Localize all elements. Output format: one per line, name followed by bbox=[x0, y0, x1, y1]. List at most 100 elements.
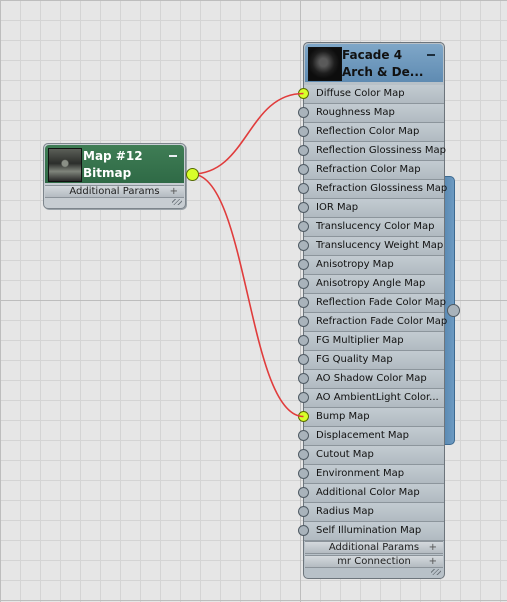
slot-input-socket[interactable] bbox=[298, 316, 309, 327]
bitmap-node-type: Bitmap bbox=[83, 166, 132, 180]
material-sphere-thumbnail-icon bbox=[308, 47, 342, 81]
bitmap-output-socket[interactable] bbox=[186, 168, 199, 181]
slot-input-socket[interactable] bbox=[298, 278, 309, 289]
slot-input-socket[interactable] bbox=[298, 506, 309, 517]
material-node-title: Facade 4 bbox=[342, 48, 403, 62]
slot-input-socket[interactable] bbox=[298, 297, 309, 308]
material-slot[interactable]: Refraction Fade Color Map bbox=[298, 313, 448, 332]
bitmap-additional-params-rollout[interactable]: Additional Params + bbox=[45, 185, 184, 198]
slot-input-socket[interactable] bbox=[298, 373, 309, 384]
bitmap-node[interactable]: Map #12 Bitmap Additional Params + bbox=[43, 143, 186, 209]
minus-icon[interactable] bbox=[427, 54, 435, 56]
slot-input-socket[interactable] bbox=[298, 221, 309, 232]
slot-label: Refraction Fade Color Map bbox=[316, 316, 448, 327]
material-additional-params-rollout[interactable]: Additional Params + bbox=[305, 541, 443, 554]
material-slot[interactable]: Cutout Map bbox=[298, 446, 444, 465]
slot-label: Self Illumination Map bbox=[316, 525, 422, 536]
material-slot[interactable]: Anisotropy Map bbox=[298, 256, 444, 275]
slot-label: Reflection Color Map bbox=[316, 126, 420, 137]
slot-label: Cutout Map bbox=[316, 449, 374, 460]
material-slot[interactable]: Translucency Color Map bbox=[298, 218, 444, 237]
slot-input-socket[interactable] bbox=[298, 259, 309, 270]
slot-label: AO AmbientLight Color... bbox=[316, 392, 439, 403]
slot-label: Translucency Color Map bbox=[316, 221, 435, 232]
slot-label: Roughness Map bbox=[316, 107, 395, 118]
slot-input-socket[interactable] bbox=[298, 354, 309, 365]
wire-to-diffuse[interactable] bbox=[191, 92, 304, 175]
slot-input-socket[interactable] bbox=[298, 411, 309, 422]
slot-input-socket[interactable] bbox=[298, 468, 309, 479]
material-slot[interactable]: IOR Map bbox=[298, 199, 444, 218]
slot-label: Refraction Glossiness Map bbox=[316, 183, 448, 194]
slot-input-socket[interactable] bbox=[298, 430, 309, 441]
slot-input-socket[interactable] bbox=[298, 145, 309, 156]
slot-label: Translucency Weight Map bbox=[316, 240, 444, 251]
material-slot[interactable]: FG Multiplier Map bbox=[298, 332, 444, 351]
material-slot[interactable]: Reflection Fade Color Map bbox=[298, 294, 446, 313]
plus-icon[interactable]: + bbox=[428, 556, 437, 567]
bitmap-thumbnail-icon bbox=[48, 148, 82, 182]
slot-label: Diffuse Color Map bbox=[316, 88, 405, 99]
material-slot[interactable]: FG Quality Map bbox=[298, 351, 444, 370]
slot-input-socket[interactable] bbox=[298, 392, 309, 403]
material-slot[interactable]: Environment Map bbox=[298, 465, 444, 484]
slot-label: FG Multiplier Map bbox=[316, 335, 404, 346]
bitmap-node-title: Map #12 bbox=[83, 149, 143, 163]
plus-icon[interactable]: + bbox=[169, 186, 178, 197]
slot-input-socket[interactable] bbox=[298, 525, 309, 536]
slot-input-socket[interactable] bbox=[298, 449, 309, 460]
slot-label: Reflection Fade Color Map bbox=[316, 297, 446, 308]
resize-grip-icon[interactable] bbox=[431, 569, 441, 575]
slot-input-socket[interactable] bbox=[298, 240, 309, 251]
slot-label: Anisotropy Map bbox=[316, 259, 394, 270]
material-slot[interactable]: Self Illumination Map bbox=[298, 522, 444, 541]
slot-input-socket[interactable] bbox=[298, 335, 309, 346]
material-slot[interactable]: Refraction Glossiness Map bbox=[298, 180, 448, 199]
material-slot[interactable]: Anisotropy Angle Map bbox=[298, 275, 444, 294]
material-slot[interactable]: Bump Map bbox=[298, 408, 444, 427]
material-mr-connection-rollout[interactable]: mr Connection + bbox=[305, 555, 443, 568]
slot-input-socket[interactable] bbox=[298, 183, 309, 194]
material-slot[interactable]: AO AmbientLight Color... bbox=[298, 389, 444, 408]
material-node-header[interactable]: Facade 4 Arch & De... bbox=[305, 44, 443, 82]
plus-icon[interactable]: + bbox=[428, 542, 437, 553]
slot-label: Additional Color Map bbox=[316, 487, 420, 498]
material-slot[interactable]: Reflection Glossiness Map bbox=[298, 142, 446, 161]
slot-label: Refraction Color Map bbox=[316, 164, 421, 175]
material-slot[interactable]: Displacement Map bbox=[298, 427, 444, 446]
slot-label: AO Shadow Color Map bbox=[316, 373, 427, 384]
slot-input-socket[interactable] bbox=[298, 164, 309, 175]
slot-label: Radius Map bbox=[316, 506, 374, 517]
resize-grip-icon[interactable] bbox=[172, 199, 182, 205]
material-node-type: Arch & De... bbox=[342, 65, 424, 79]
material-slot[interactable]: Refraction Color Map bbox=[298, 161, 444, 180]
slot-input-socket[interactable] bbox=[298, 107, 309, 118]
slot-label: IOR Map bbox=[316, 202, 359, 213]
slot-label: Anisotropy Angle Map bbox=[316, 278, 426, 289]
slot-label: Reflection Glossiness Map bbox=[316, 145, 446, 156]
slot-label: FG Quality Map bbox=[316, 354, 393, 365]
bitmap-node-header[interactable]: Map #12 Bitmap bbox=[45, 145, 184, 183]
material-slot[interactable]: Additional Color Map bbox=[298, 484, 444, 503]
material-output-socket[interactable] bbox=[447, 304, 460, 317]
slot-input-socket[interactable] bbox=[298, 487, 309, 498]
material-slot[interactable]: AO Shadow Color Map bbox=[298, 370, 444, 389]
slot-label: Bump Map bbox=[316, 411, 370, 422]
slot-input-socket[interactable] bbox=[298, 202, 309, 213]
slot-input-socket[interactable] bbox=[298, 126, 309, 137]
slot-label: Environment Map bbox=[316, 468, 405, 479]
slot-label: Displacement Map bbox=[316, 430, 410, 441]
material-slot[interactable]: Roughness Map bbox=[298, 104, 444, 123]
slot-input-socket[interactable] bbox=[298, 88, 309, 99]
material-slot[interactable]: Radius Map bbox=[298, 503, 444, 522]
rollout-label: Additional Params bbox=[328, 542, 420, 553]
rollout-label: Additional Params bbox=[69, 186, 160, 197]
material-slot[interactable]: Translucency Weight Map bbox=[298, 237, 444, 256]
wire-to-bump[interactable] bbox=[191, 173, 304, 418]
minus-icon[interactable] bbox=[169, 155, 177, 157]
material-slot[interactable]: Reflection Color Map bbox=[298, 123, 444, 142]
rollout-label: mr Connection bbox=[337, 556, 411, 567]
material-slot[interactable]: Diffuse Color Map bbox=[298, 85, 444, 104]
